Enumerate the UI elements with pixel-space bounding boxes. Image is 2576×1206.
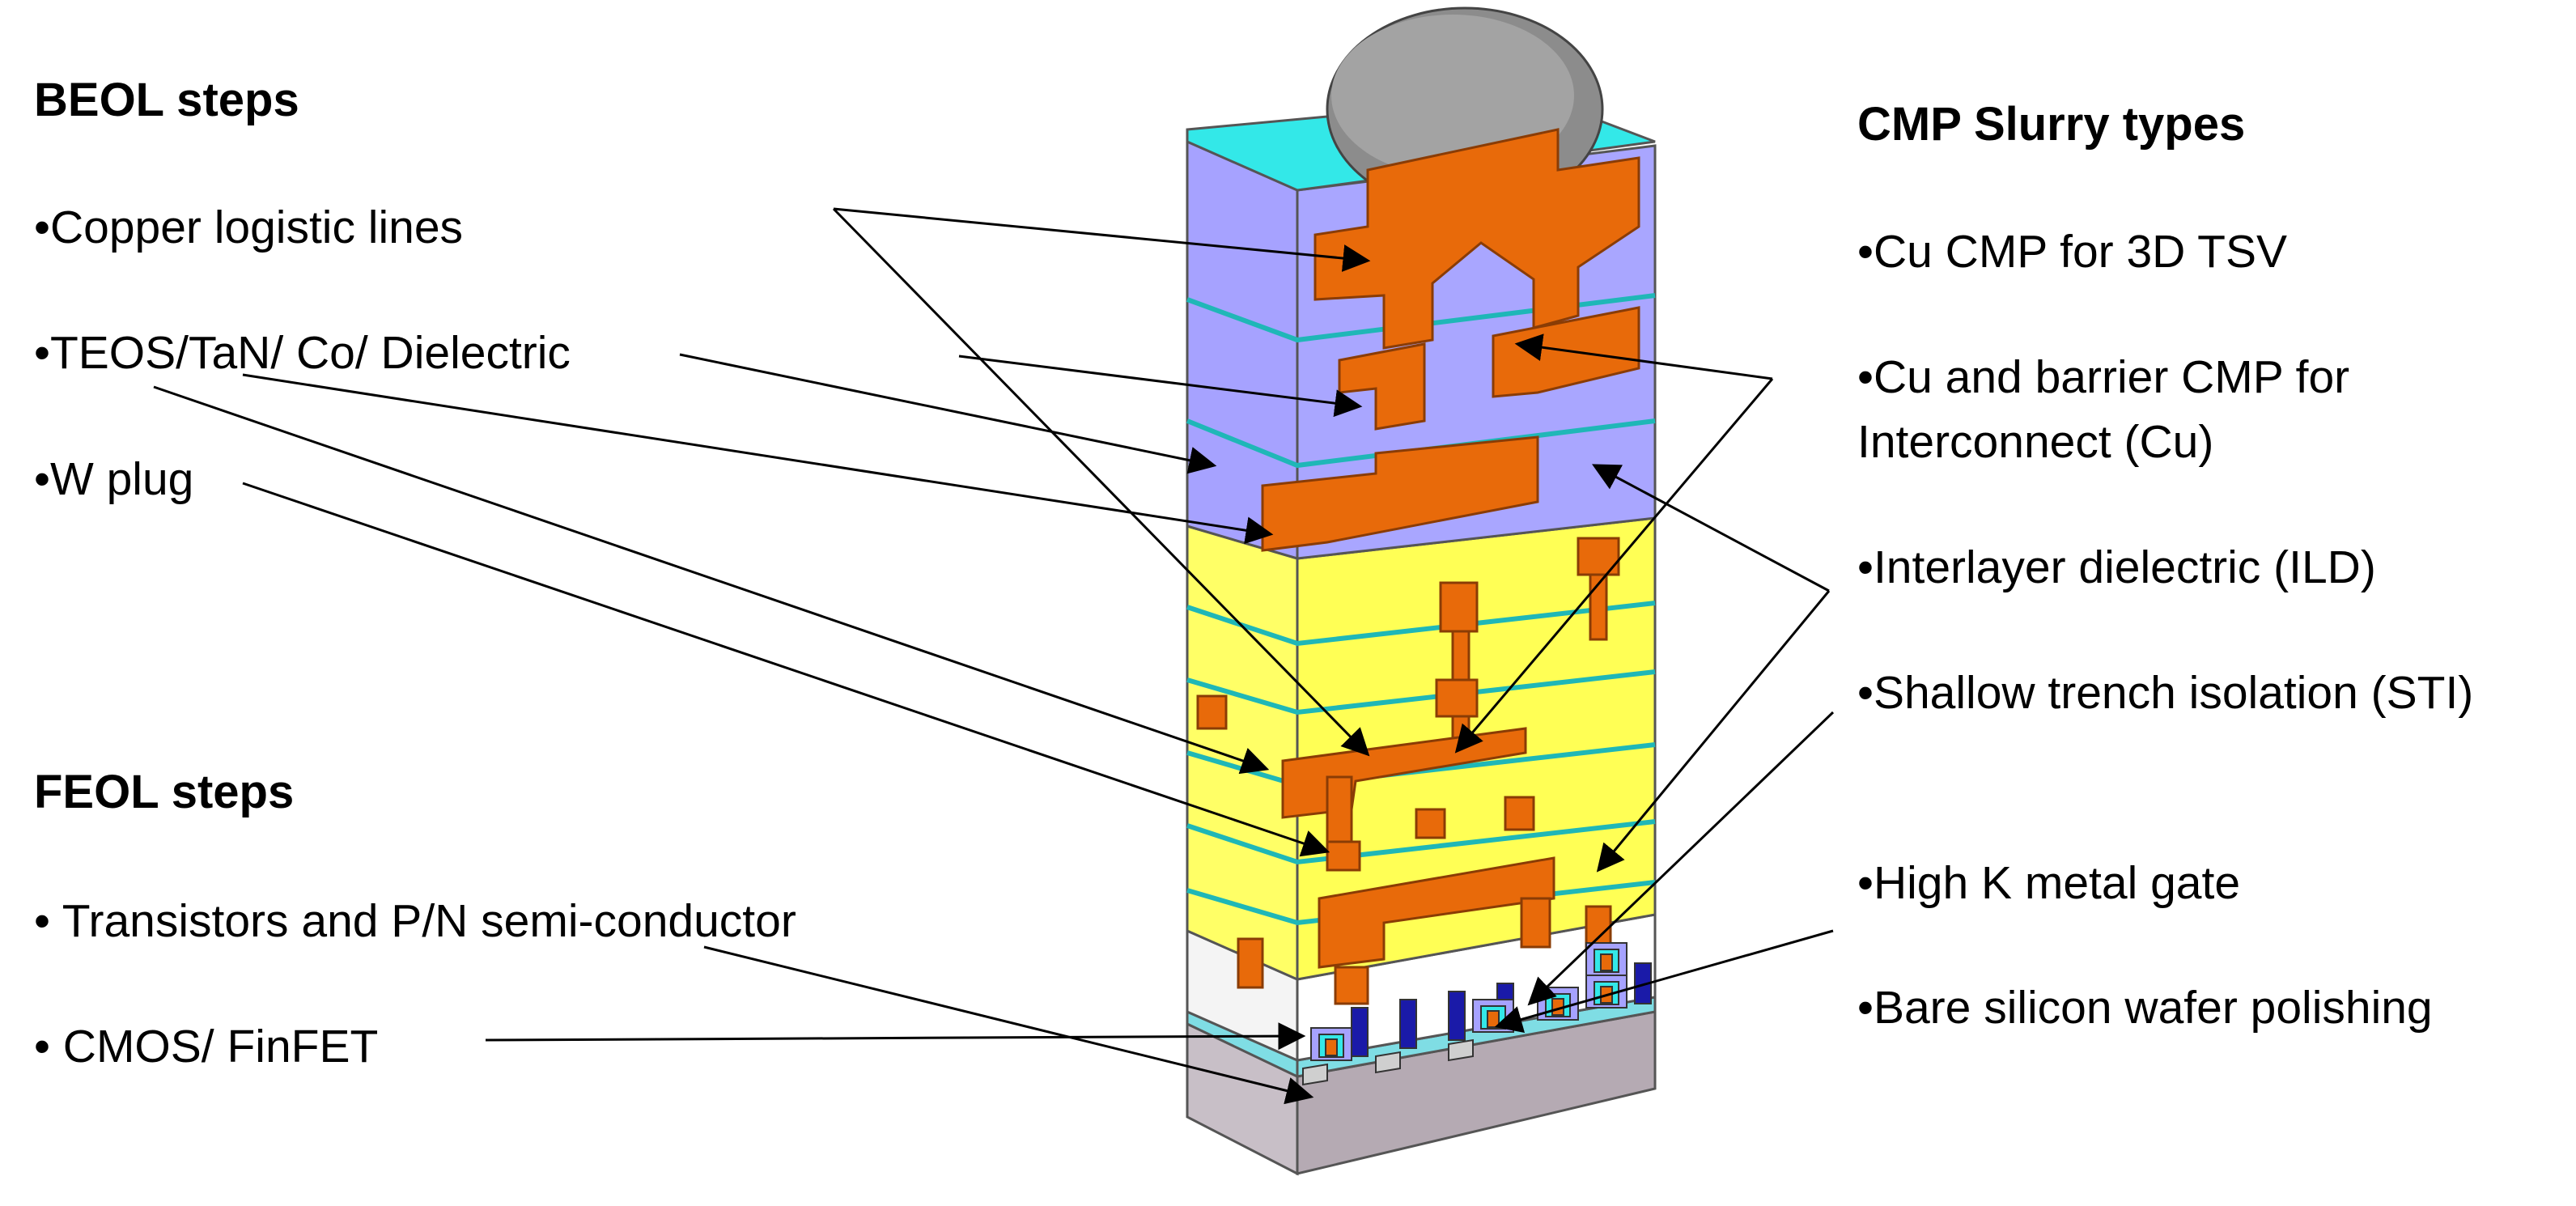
via-14: [1520, 897, 1551, 949]
feol-item-cmos-finfet: • CMOS/ FinFET: [34, 1021, 379, 1072]
source-drain-pad: [1302, 1063, 1328, 1086]
via-3: [1435, 678, 1479, 718]
via-2: [1451, 630, 1470, 682]
copper-vias: [1196, 537, 1620, 1005]
copper-bottom-line: [1318, 856, 1555, 969]
fin-1: [1310, 1027, 1352, 1061]
source-drain-pad-3: [1448, 1038, 1474, 1062]
via-6: [1589, 573, 1608, 641]
via-7: [1326, 775, 1353, 843]
beol-item-teos-dielectric: •TEOS/TaN/ Co/ Dielectric: [34, 327, 571, 379]
yellow-dielectric-front: [1186, 524, 1299, 982]
via-1: [1439, 581, 1479, 633]
beol-item-w-plug: •W plug: [34, 453, 194, 505]
gate-contact-2: [1399, 999, 1417, 1049]
fin-5: [1585, 942, 1628, 976]
cmp-title: CMP Slurry types: [1857, 98, 2246, 151]
fin-3: [1537, 987, 1579, 1021]
cmp-item-high-k: •High K metal gate: [1857, 857, 2241, 909]
cmp-item-tsv: •Cu CMP for 3D TSV: [1857, 226, 2288, 278]
cmp-item-barrier-line1: •Cu and barrier CMP for: [1857, 351, 2350, 403]
cmp-item-ild: •Interlayer dielectric (ILD): [1857, 541, 2376, 593]
copper-lower-line: [1261, 435, 1539, 552]
via-15: [1585, 905, 1612, 949]
copper-interconnects: [1261, 128, 1640, 552]
beol-item-copper-lines: •Copper logistic lines: [34, 202, 464, 253]
via-10: [1415, 808, 1446, 839]
annotation-arrows: [153, 207, 1835, 1105]
gate-contact-1: [1351, 1007, 1369, 1057]
fin-2: [1472, 999, 1514, 1033]
feol-title: FEOL steps: [34, 766, 295, 818]
cmp-item-sti: •Shallow trench isolation (STI): [1857, 667, 2474, 719]
via-13: [1237, 937, 1264, 989]
source-drain-pad-2: [1375, 1051, 1401, 1074]
via-9: [1196, 694, 1228, 730]
via-11: [1504, 796, 1535, 831]
feol-item-transistors: • Transistors and P/N semi-conductor: [34, 895, 796, 947]
gate-contact-3: [1448, 991, 1466, 1041]
copper-top-line: [1313, 128, 1640, 350]
copper-mid-line-right: [1492, 306, 1640, 398]
via-8: [1326, 840, 1361, 872]
via-12: [1334, 966, 1369, 1005]
cmp-item-bare-silicon: •Bare silicon wafer polishing: [1857, 982, 2433, 1034]
beol-title: BEOL steps: [34, 74, 299, 126]
cmp-item-barrier-line2: Interconnect (Cu): [1857, 416, 2214, 468]
